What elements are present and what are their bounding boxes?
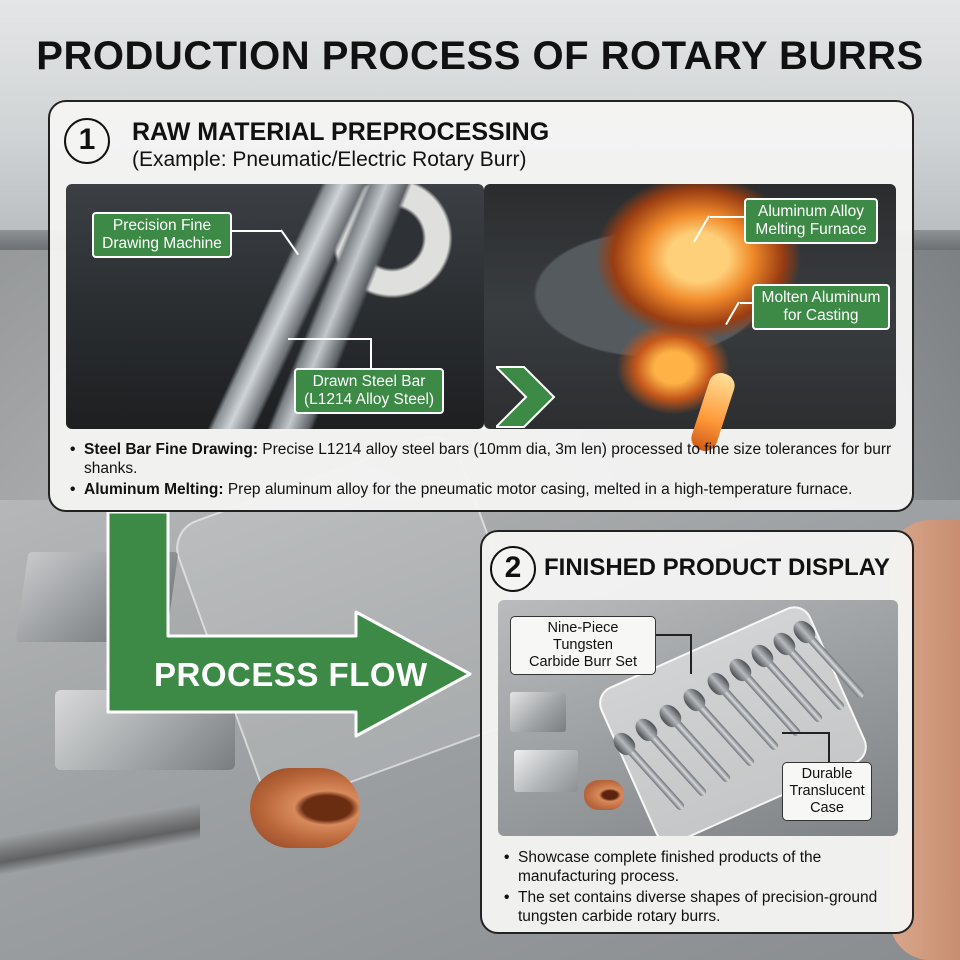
callout-drawing-machine-line2: Drawing Machine [102, 235, 222, 252]
callout-case: Durable Translucent Case [782, 762, 872, 821]
step1-subtitle: (Example: Pneumatic/Electric Rotary Burr… [132, 148, 527, 171]
step-arrow-icon [496, 366, 556, 428]
callout-molten-aluminum: Molten Aluminum for Casting [752, 284, 890, 330]
step2-title: FINISHED PRODUCT DISPLAY [544, 554, 890, 581]
step1-bullet-list: Steel Bar Fine Drawing: Precise L1214 al… [70, 440, 900, 499]
leader-line [740, 302, 752, 304]
process-flow-label: PROCESS FLOW [154, 656, 428, 693]
copper-fitting [584, 780, 624, 810]
page-title: PRODUCTION PROCESS OF ROTARY BURRS [36, 34, 924, 78]
step2-bullet-list: Showcase complete finished products of t… [504, 848, 894, 926]
callout-case-line1: Durable [801, 766, 853, 782]
step1-bullet-text: Prep aluminum alloy for the pneumatic mo… [227, 481, 853, 498]
callout-drawing-machine-line1: Precision Fine [112, 217, 212, 234]
step1-bullet-text: Precise L1214 alloy steel bars (10mm dia… [84, 441, 892, 477]
step1-panel: 1 RAW MATERIAL PREPROCESSING (Example: P… [48, 100, 914, 512]
callout-case-line2: Translucent [789, 783, 865, 799]
leader-line [828, 732, 830, 762]
step2-bullet-item: The set contains diverse shapes of preci… [504, 888, 894, 926]
callout-molten-line2: for Casting [783, 307, 859, 324]
callout-steel-bar: Drawn Steel Bar (L1214 Alloy Steel) [294, 368, 444, 414]
step2-number-badge: 2 [490, 546, 536, 592]
background-weld-seam [0, 800, 200, 890]
leader-line [656, 634, 692, 636]
step1-number-badge: 1 [64, 118, 110, 164]
leader-line [232, 230, 282, 232]
callout-burr-set-line2: Carbide Burr Set [529, 654, 637, 670]
step1-bullet-label: Aluminum Melting: [84, 481, 224, 498]
leader-line [710, 216, 744, 218]
callout-case-line3: Case [810, 800, 844, 816]
callout-drawing-machine: Precision Fine Drawing Machine [92, 212, 232, 258]
step2-bullet-item: Showcase complete finished products of t… [504, 848, 894, 886]
step1-bullet-label: Steel Bar Fine Drawing: [84, 441, 258, 458]
callout-burr-set: Nine-Piece Tungsten Carbide Burr Set [510, 616, 656, 675]
callout-steel-bar-line2: (L1214 Alloy Steel) [303, 391, 435, 408]
background-copper-fitting [250, 768, 360, 848]
step2-panel: 2 FINISHED PRODUCT DISPLAY Nine-Piece Tu… [480, 530, 914, 934]
callout-burr-set-line1: Nine-Piece Tungsten [547, 620, 619, 653]
leader-line [782, 732, 828, 734]
leader-line [690, 634, 692, 674]
leader-line [370, 338, 372, 368]
callout-furnace-line2: Melting Furnace [755, 221, 867, 238]
steel-block [510, 692, 566, 732]
step1-bullet-item: Steel Bar Fine Drawing: Precise L1214 al… [70, 440, 900, 478]
callout-melting-furnace: Aluminum Alloy Melting Furnace [744, 198, 878, 244]
callout-steel-bar-line1: Drawn Steel Bar [312, 373, 426, 390]
callout-molten-line1: Molten Aluminum [761, 289, 881, 306]
steel-block [514, 750, 578, 792]
step1-bullet-item: Aluminum Melting: Prep aluminum alloy fo… [70, 480, 900, 499]
leader-line [288, 338, 370, 340]
step1-title: RAW MATERIAL PREPROCESSING [132, 118, 550, 146]
callout-furnace-line1: Aluminum Alloy [758, 203, 864, 220]
